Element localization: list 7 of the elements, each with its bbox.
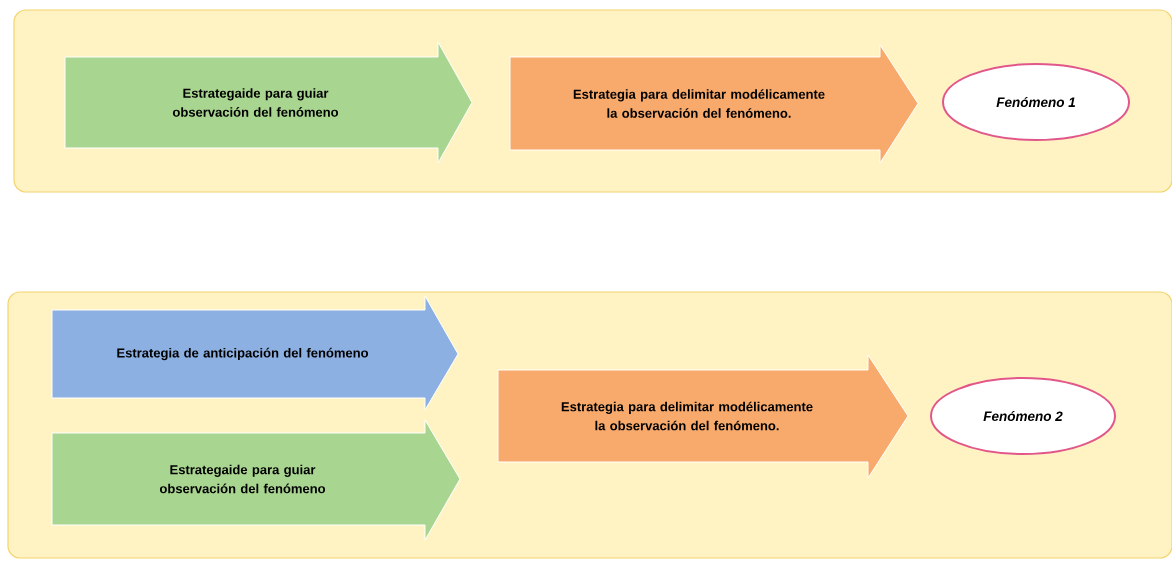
ellipse-node: Fenómeno 2 xyxy=(930,377,1116,455)
arrow-box: Estrategaide para guiar observación del fenómeno xyxy=(51,419,461,541)
ellipse-node: Fenómeno 1 xyxy=(942,63,1130,141)
arrow-box: Estrategaide para guiar observación del fenómeno xyxy=(64,41,473,164)
arrow-box: Estrategia de anticipación del fenómeno xyxy=(51,295,459,411)
arrow-box: Estrategia para delimitar modélicamente la observación del fenómeno. xyxy=(497,354,909,479)
arrow-box: Estrategia para delimitar modélicamente la observación del fenómeno. xyxy=(509,44,919,164)
